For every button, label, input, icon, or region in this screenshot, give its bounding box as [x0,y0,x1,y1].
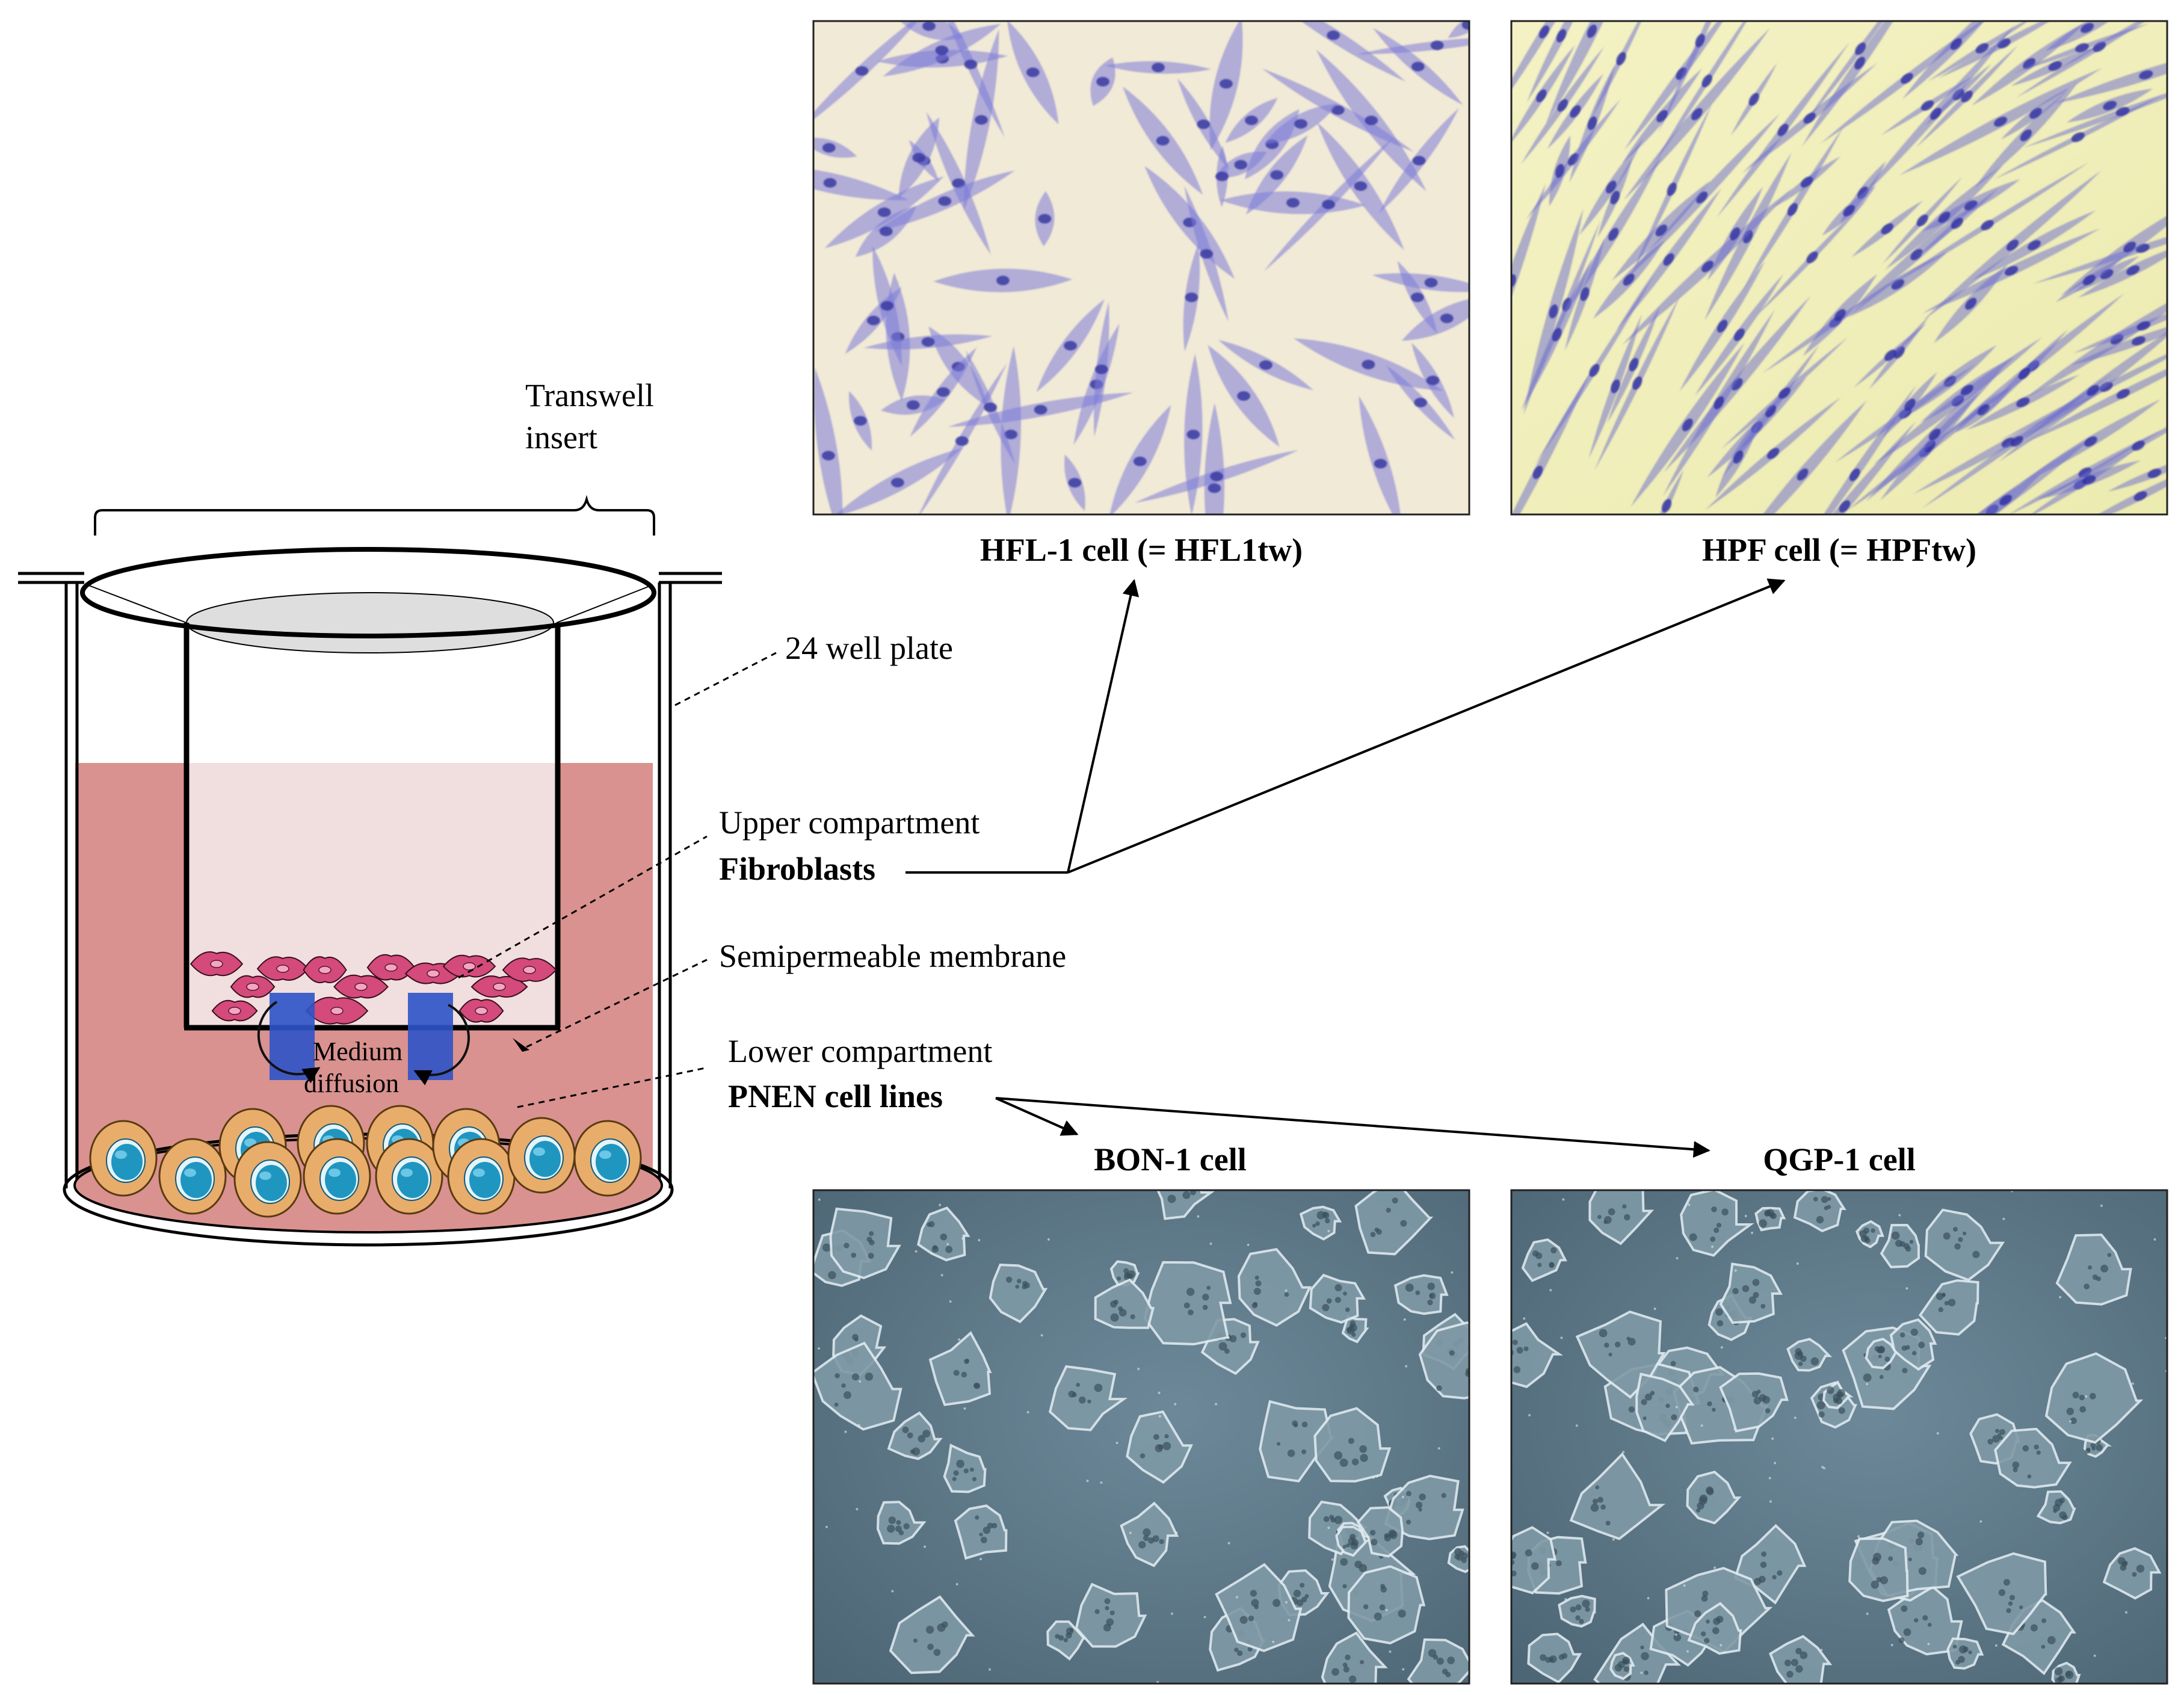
insert-walls [184,623,561,1031]
medium-diffusion-label-1: Medium [313,1037,403,1066]
fibroblast-cells [190,951,557,1025]
transwell-brace [94,495,655,536]
transwell-insert-label-1: Transwell [525,377,654,413]
lower-compartment-label: Lower compartment [728,1033,992,1069]
medium-diffusion-label-2: diffusion [304,1069,399,1098]
membrane-disc [186,592,554,653]
insert-rim [80,547,656,638]
hfl1-micrograph [812,20,1470,516]
fibroblasts-label: Fibroblasts [719,851,875,887]
diffusion-block-left [270,993,315,1080]
diffusion-arrow-left [257,1001,321,1084]
diffusion-arrow-right [413,1004,470,1085]
pnen-cells [89,1105,642,1218]
hfl1-caption: HFL-1 cell (= HFL1tw) [980,532,1303,568]
leader-lines [458,652,777,1108]
transwell-diagram: Medium diffusion Transwell insert 24 wel… [18,377,1066,1247]
diffusion-block-right [408,993,453,1080]
plate-rim [18,572,722,584]
well-walls [64,582,672,1188]
well-plate-label: 24 well plate [785,630,953,666]
bon1-micrograph [812,1189,1470,1685]
qgp1-caption: QGP-1 cell [1763,1141,1915,1178]
hpf-caption: HPF cell (= HPFtw) [1702,532,1976,568]
pnen-cell-lines-label: PNEN cell lines [728,1078,943,1114]
hpf-micrograph [1510,20,2168,516]
semipermeable-membrane-label: Semipermeable membrane [719,938,1066,974]
connector-arrows [905,578,1786,1158]
upper-compartment-label: Upper compartment [719,804,979,841]
transwell-insert-label-2: insert [525,419,597,455]
qgp1-micrograph [1510,1189,2168,1685]
bon1-caption: BON-1 cell [1094,1141,1246,1178]
